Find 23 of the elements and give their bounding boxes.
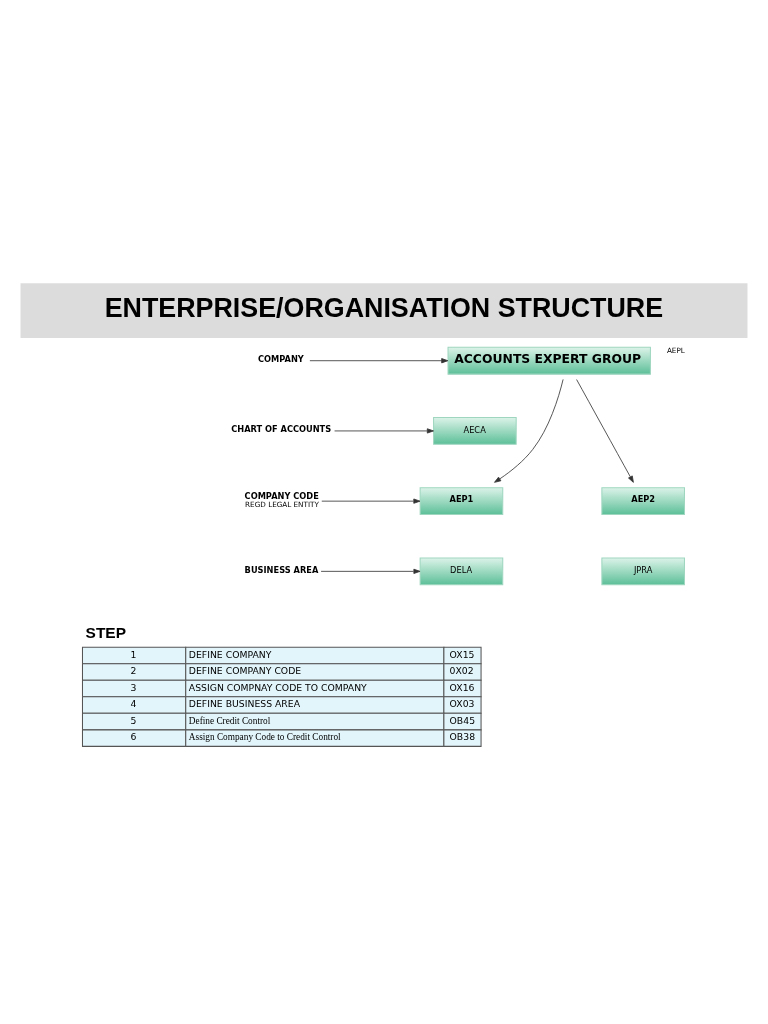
- label: 1: [130, 648, 137, 660]
- label: OB45: [449, 714, 476, 726]
- node-text: BUSINESS AREA: [244, 564, 319, 575]
- label: DEFINE COMPANY CODE: [188, 664, 302, 676]
- label: ASSIGN COMPNAY CODE TO COMPANY: [188, 681, 367, 693]
- label: DEFINE BUSINESS AREA: [188, 697, 301, 709]
- label: OB38: [449, 730, 476, 742]
- label: Assign Company Code to Credit Control: [188, 731, 341, 742]
- label: 3: [130, 681, 137, 693]
- label: OX15: [449, 648, 475, 660]
- label: 0X02: [449, 664, 474, 676]
- label: STEP: [85, 623, 126, 641]
- node-text: CHART OF ACCOUNTS: [231, 423, 332, 434]
- label: 2: [130, 664, 137, 676]
- diagram-title: ENTERPRISE/ORGANISATION STRUCTURE: [104, 292, 664, 323]
- label: OX16: [449, 681, 475, 693]
- label: 6: [130, 730, 137, 742]
- label: Define Credit Control: [188, 715, 271, 726]
- label: OX03: [449, 697, 475, 709]
- label: 4: [130, 697, 137, 709]
- node-text: COMPANY: [258, 353, 304, 364]
- label: 5: [130, 714, 137, 726]
- label: DEFINE COMPANY: [188, 648, 272, 660]
